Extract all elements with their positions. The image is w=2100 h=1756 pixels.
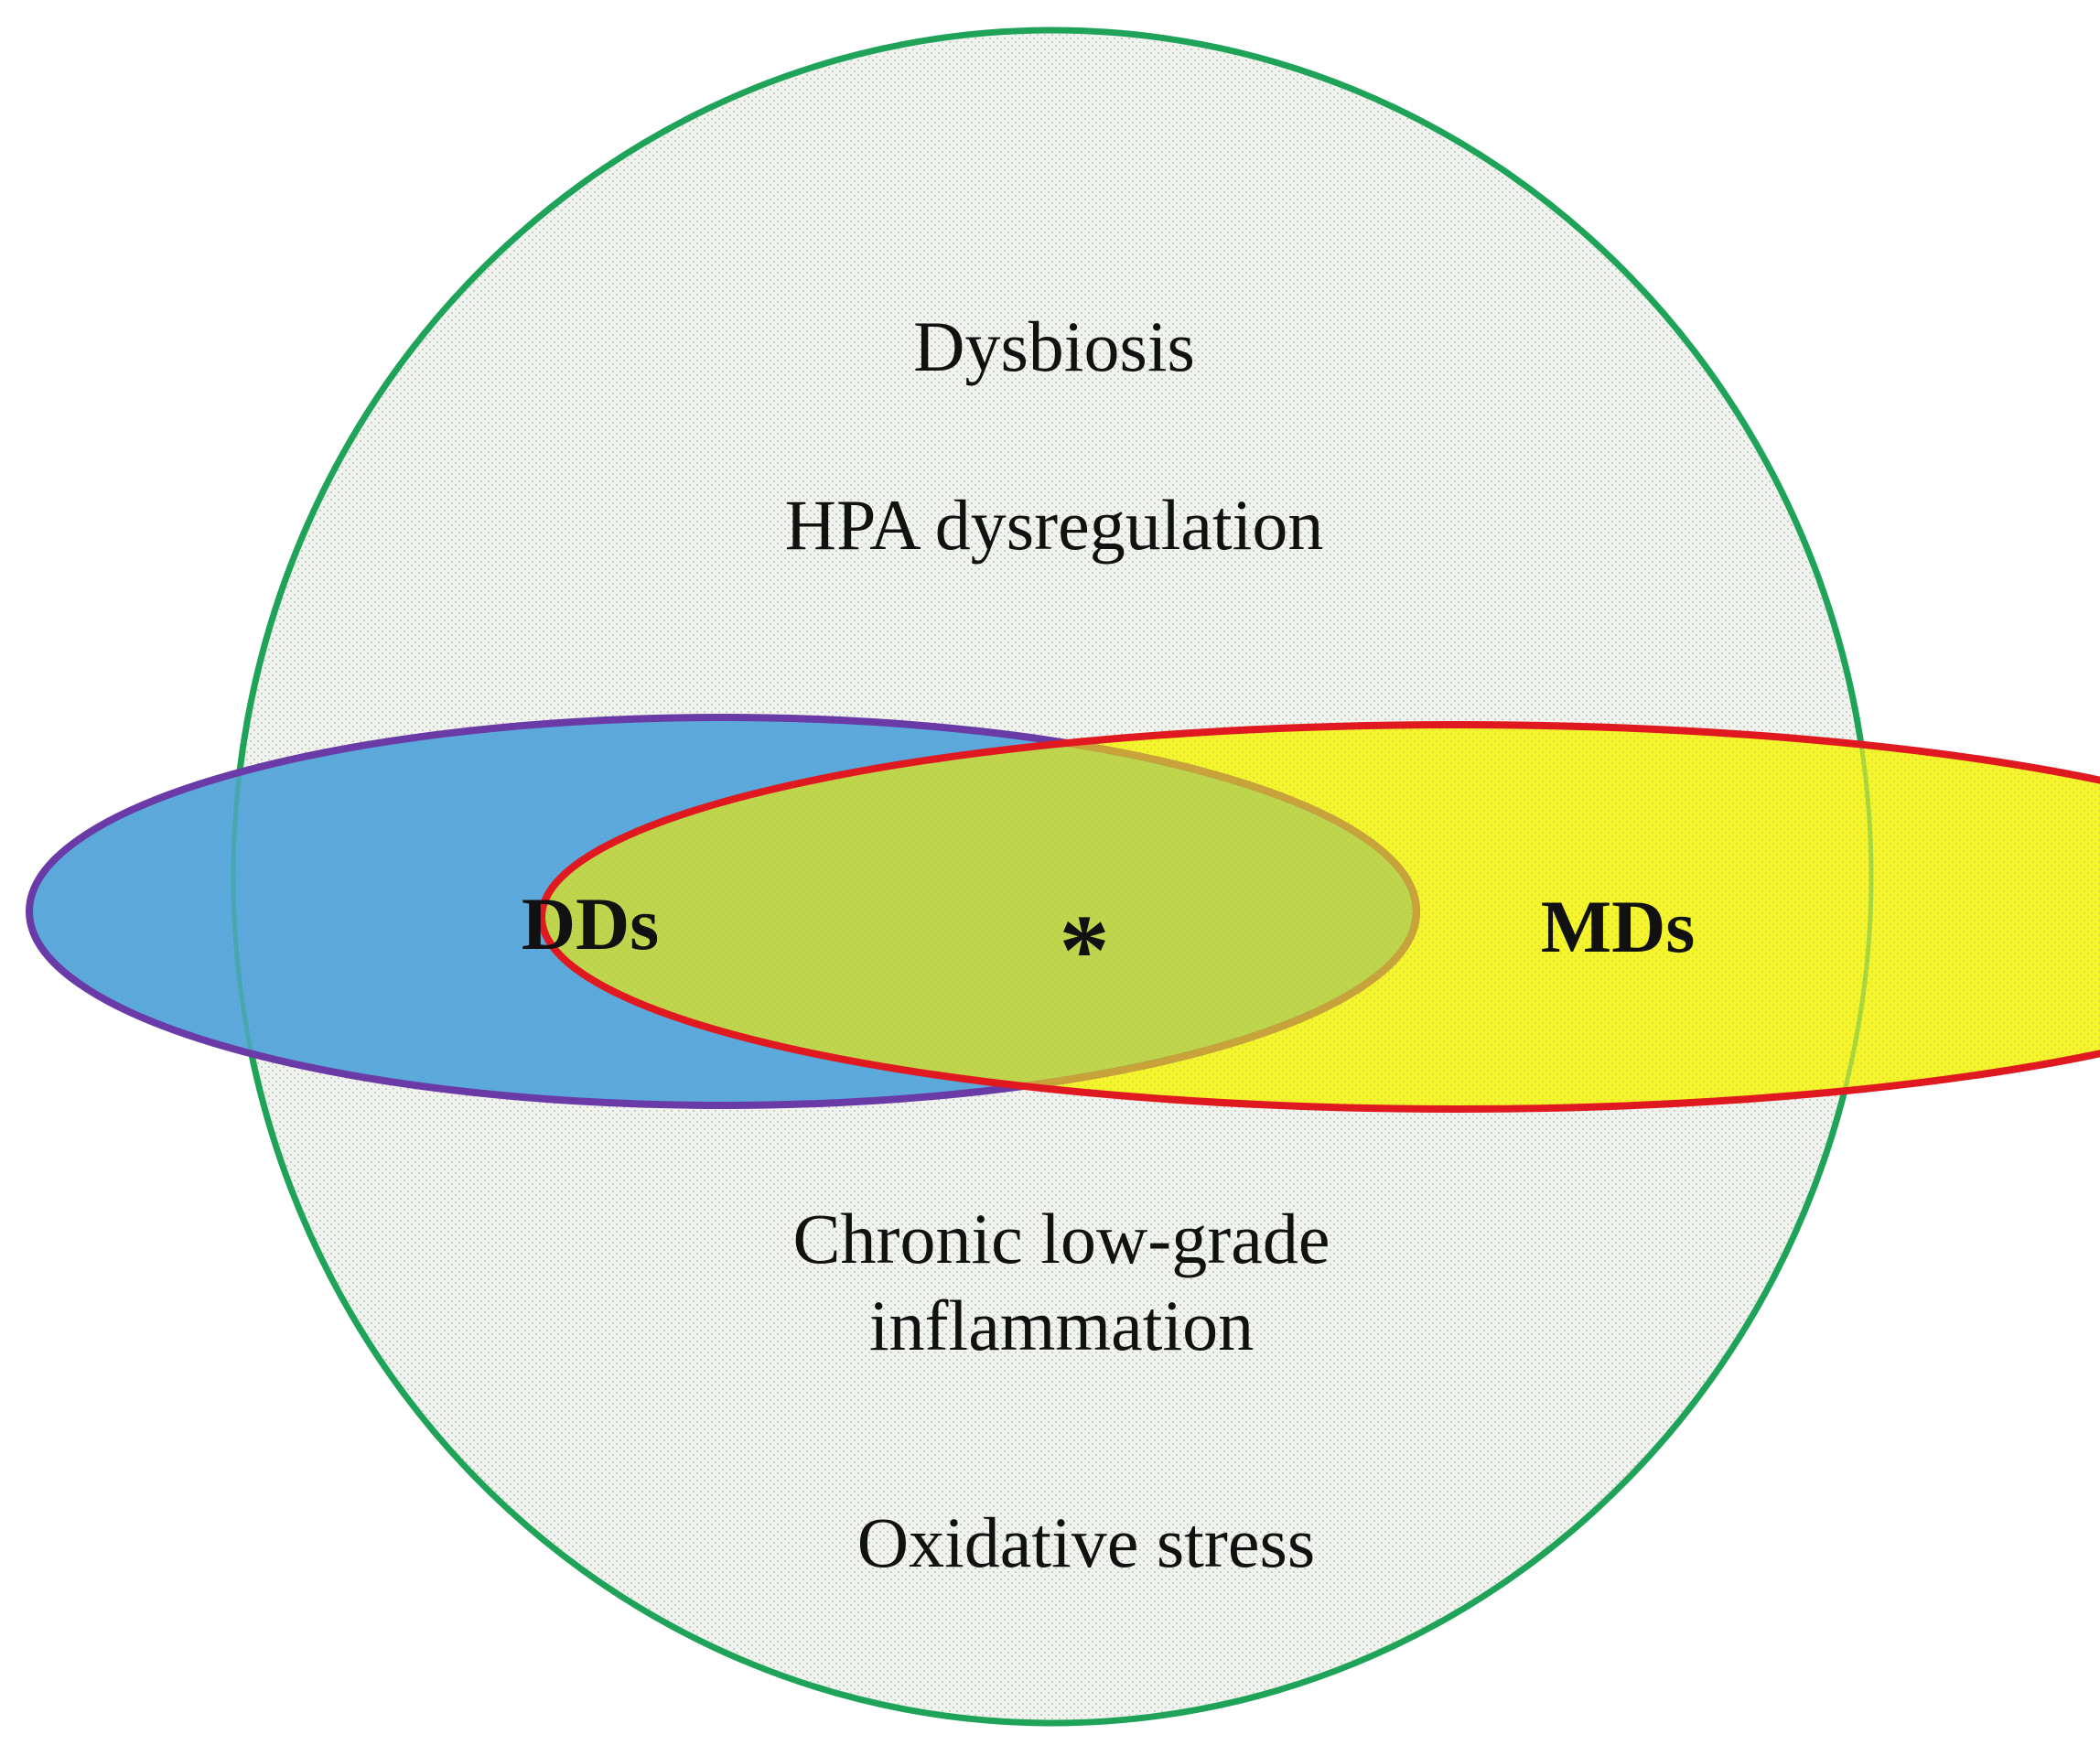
label-mds: MDs (1541, 885, 1696, 968)
mds-outline (538, 721, 2100, 1113)
label-dysbiosis: Dysbiosis (913, 307, 1195, 386)
label-oxidative-stress: Oxidative stress (857, 1503, 1315, 1582)
label-overlap-asterisk: * (1060, 894, 1110, 1006)
label-chronic-inflammation-line2: inflammation (869, 1286, 1254, 1365)
overlap-region-texture (542, 725, 1416, 1105)
label-dds: DDs (522, 882, 659, 965)
label-hpa-dysregulation: HPA dysregulation (785, 485, 1324, 565)
outer-circle-edge (231, 27, 1874, 1726)
label-chronic-inflammation-line1: Chronic low-grade (793, 1199, 1330, 1278)
